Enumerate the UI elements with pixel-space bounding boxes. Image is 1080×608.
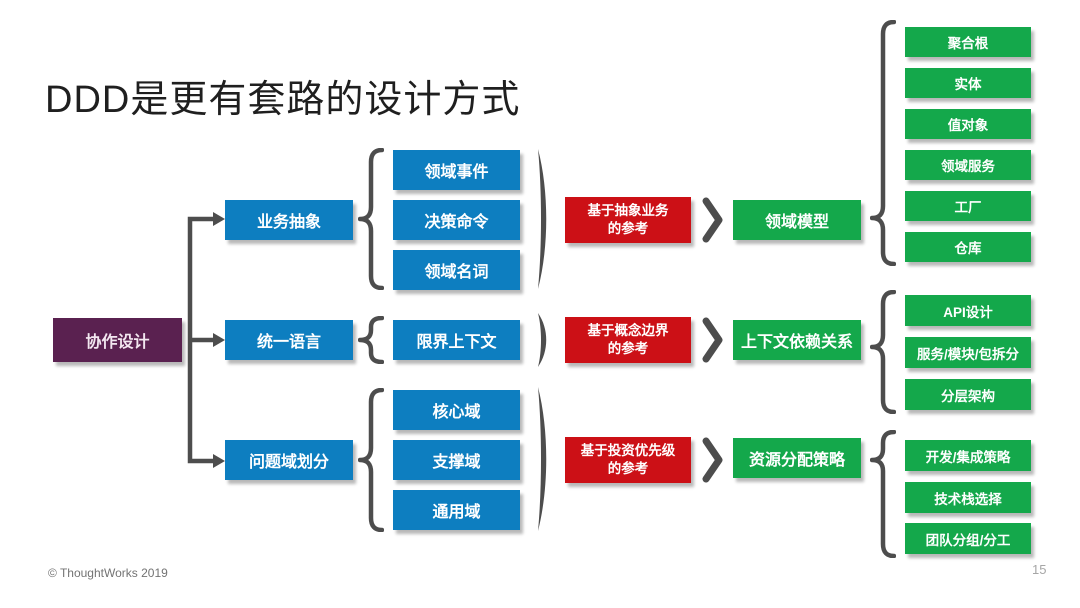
reference-line-2: 的参考 (607, 221, 649, 236)
group-bar-row1-icon (538, 149, 547, 289)
detail-box-layered-architecture: 分层架构 (905, 379, 1031, 410)
copyright-text: © ThoughtWorks 2019 (48, 566, 168, 580)
chevron-right-row1-icon (702, 197, 723, 243)
activity-box-ubiquitous-language: 统一语言 (225, 320, 353, 360)
artifact-box-generic-domain: 通用域 (393, 490, 520, 530)
detail-box-service-module-split: 服务/模块/包拆分 (905, 337, 1031, 368)
curly-brace-left-row1-icon (358, 148, 384, 290)
chevron-right-row3-icon (702, 437, 723, 483)
page-number: 15 (1032, 562, 1047, 577)
outcome-box-resource-allocation: 资源分配策略 (733, 438, 861, 478)
artifact-box-decision-command: 决策命令 (393, 200, 520, 240)
artifact-box-domain-event: 领域事件 (393, 150, 520, 190)
group-bar-row3-icon (538, 387, 547, 531)
artifact-box-bounded-context: 限界上下文 (393, 320, 520, 360)
outcome-box-domain-model: 领域模型 (733, 200, 861, 240)
artifact-box-domain-noun: 领域名词 (393, 250, 520, 290)
detail-box-entity: 实体 (905, 68, 1031, 98)
curly-brace-left-row2-icon (358, 316, 384, 364)
reference-line-1: 基于投资优先级 (580, 442, 676, 458)
curly-brace-right-row1-icon (870, 20, 896, 266)
reference-line-1: 基于概念边界 (587, 322, 669, 338)
detail-box-domain-service: 领域服务 (905, 150, 1031, 180)
detail-box-factory: 工厂 (905, 191, 1031, 221)
group-bar-row2-icon (538, 313, 547, 367)
fork-bracket-arrows-icon (187, 212, 225, 468)
detail-box-team-grouping: 团队分组/分工 (905, 523, 1031, 554)
detail-box-value-object: 值对象 (905, 109, 1031, 139)
chevron-right-row2-icon (702, 317, 723, 363)
reference-box-concept-boundary: 基于概念边界 的参考 (565, 317, 691, 363)
activity-box-problem-domain-partition: 问题域划分 (225, 440, 353, 480)
reference-line-1: 基于抽象业务 (587, 202, 669, 218)
reference-box-abstract-business: 基于抽象业务 的参考 (565, 197, 691, 243)
detail-box-api-design: API设计 (905, 295, 1031, 326)
reference-box-investment-priority: 基于投资优先级 的参考 (565, 437, 691, 483)
curly-brace-left-row3-icon (358, 388, 384, 532)
detail-box-dev-integration-strategy: 开发/集成策略 (905, 440, 1031, 471)
root-node-collaborative-design: 协作设计 (53, 318, 182, 362)
reference-line-2: 的参考 (607, 461, 649, 476)
activity-box-business-abstraction: 业务抽象 (225, 200, 353, 240)
detail-box-repository: 仓库 (905, 232, 1031, 262)
detail-box-tech-stack-selection: 技术栈选择 (905, 482, 1031, 513)
curly-brace-right-row3-icon (870, 430, 896, 558)
artifact-box-supporting-domain: 支撑域 (393, 440, 520, 480)
outcome-box-context-dependency: 上下文依赖关系 (733, 320, 861, 360)
detail-box-aggregate-root: 聚合根 (905, 27, 1031, 57)
slide-title: DDD是更有套路的设计方式 (45, 79, 521, 121)
curly-brace-right-row2-icon (870, 290, 896, 414)
artifact-box-core-domain: 核心域 (393, 390, 520, 430)
reference-line-2: 的参考 (607, 341, 649, 356)
